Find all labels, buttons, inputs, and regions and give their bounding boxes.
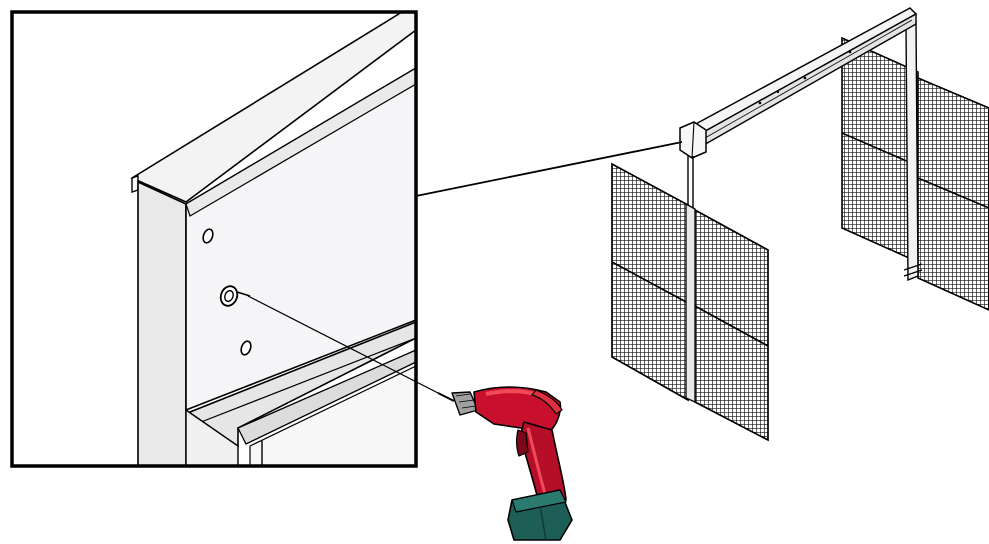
drill-alignment-line xyxy=(247,295,441,395)
hex-bolt xyxy=(219,285,251,307)
detail-inset-frame xyxy=(10,10,418,468)
track-top-cap xyxy=(130,12,416,203)
drill-bit xyxy=(437,392,455,402)
track-side-face xyxy=(137,180,187,466)
mounting-hole-upper xyxy=(202,228,214,244)
mounting-hole-lower xyxy=(240,340,252,356)
detail-leader-line xyxy=(415,141,683,197)
rear-mesh-panel xyxy=(841,36,989,311)
front-mesh-door xyxy=(611,162,769,442)
gate-assembly xyxy=(415,7,989,442)
drill-trigger xyxy=(516,429,529,457)
track-end-bracket xyxy=(679,121,707,159)
detail-inset xyxy=(10,10,418,468)
cordless-drill xyxy=(437,386,573,541)
